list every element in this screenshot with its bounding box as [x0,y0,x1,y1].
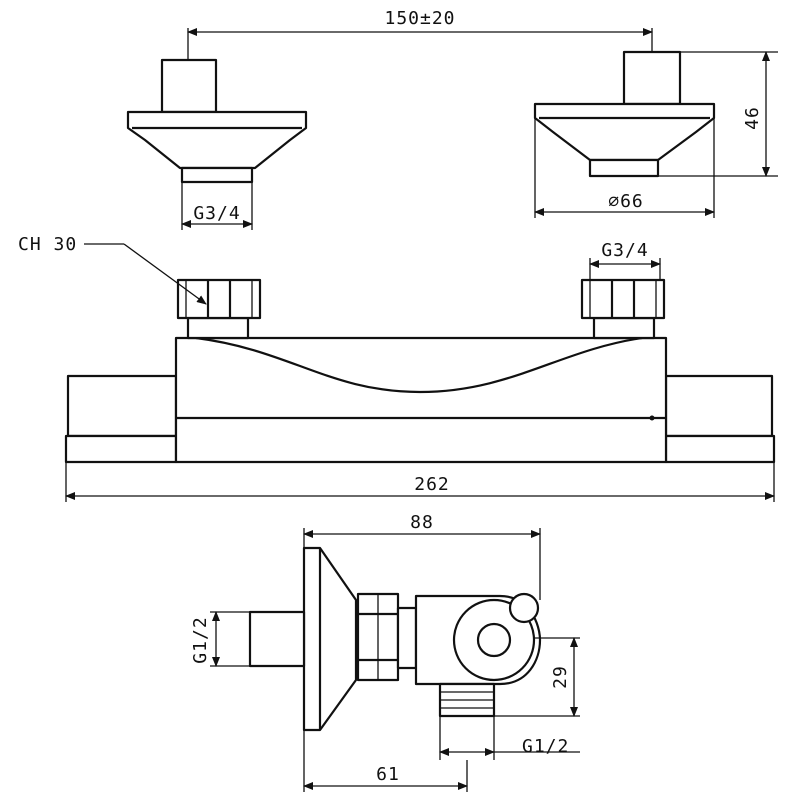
dim-side-thread-left: G1/2 [190,611,250,667]
dim-side-thread-bottom-label: G1/2 [522,736,569,757]
dim-top-thread-label: G3/4 [193,203,240,224]
dim-top-spacing: 150±20 [187,8,653,60]
dim-top-spacing-label: 150±20 [384,8,455,29]
top-left-fitting [126,58,308,184]
mixer-front-view [64,278,776,464]
dim-top-diameter: ⌀66 [534,118,715,218]
dim-mid-thread-label: G3/4 [601,240,648,261]
dim-top-diameter-label: ⌀66 [608,191,644,212]
dim-side-outlet-offset-label: 29 [550,665,571,689]
dim-overall-length: 262 [65,462,775,502]
dim-top-height: 46 [658,51,778,177]
mixer-side-view [248,546,542,732]
top-right-fitting [533,50,716,178]
dim-side-outlet-offset: 29 [494,637,580,717]
dim-top-thread: G3/4 [181,182,253,230]
dim-side-thread-left-label: G1/2 [190,616,211,663]
dim-side-base-label: 61 [376,764,400,785]
callout-nut-size-label: CH 30 [18,234,77,255]
dim-side-depth-label: 88 [410,512,434,533]
dim-overall-length-label: 262 [414,474,450,495]
dim-top-height-label: 46 [742,106,763,130]
dim-side-depth: 88 [303,512,541,600]
dim-side-base: 61 [303,730,468,792]
dim-side-thread-bottom: G1/2 [439,716,580,760]
dim-mid-thread: G3/4 [589,240,661,280]
callout-nut-size: CH 30 [18,234,207,305]
